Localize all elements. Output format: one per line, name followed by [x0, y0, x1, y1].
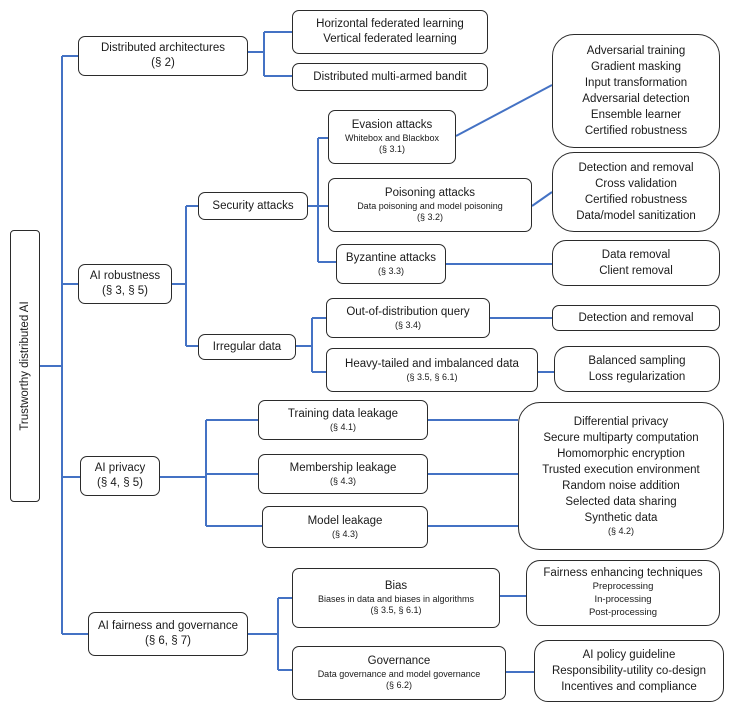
privacy-defense-item: Random noise addition	[562, 480, 680, 493]
evasion-ref: (§ 3.1)	[378, 144, 405, 155]
privacy-defense-item: Trusted execution environment	[542, 464, 700, 477]
ood-query-node: Out-of-distribution query (§ 3.4)	[326, 298, 490, 338]
distributed-ref: (§ 2)	[151, 57, 175, 69]
poisoning-defense-item: Detection and removal	[578, 161, 694, 174]
root-node: Trustworthy distributed AI	[10, 230, 40, 502]
heavy-defenses-node: Balanced sampling Loss regularization	[554, 346, 720, 392]
evasion-defense-item: Adversarial training	[586, 44, 686, 57]
poisoning-title: Poisoning attacks	[384, 186, 476, 199]
privacy-defense-item: Homomorphic encryption	[557, 448, 685, 461]
bias-title: Bias	[384, 579, 408, 592]
evasion-defense-item: Certified robustness	[584, 125, 688, 138]
model-ref: (§ 4.3)	[331, 528, 358, 539]
privacy-defenses-node: Differential privacy Secure multiparty c…	[518, 402, 724, 550]
heavy-title: Heavy-tailed and imbalanced data	[345, 357, 519, 370]
fairness-governance-node: AI fairness and governance (§ 6, § 7)	[88, 612, 248, 656]
heavy-defense-item: Balanced sampling	[588, 354, 686, 367]
poisoning-ref: (§ 3.2)	[416, 212, 443, 223]
robustness-ref: (§ 3, § 5)	[101, 285, 149, 297]
evasion-defense-item: Gradient masking	[590, 60, 682, 73]
distributed-architectures-node: Distributed architectures (§ 2)	[78, 36, 248, 76]
fairness-technique-item: Post-processing	[588, 606, 658, 618]
fairness-title: AI fairness and governance	[97, 620, 238, 633]
heavy-ref: (§ 3.5, § 6.1)	[406, 371, 458, 382]
byzantine-defenses-node: Data removal Client removal	[552, 240, 720, 286]
fairness-ref: (§ 6, § 7)	[144, 635, 192, 647]
irregular-data-node: Irregular data	[198, 334, 296, 360]
governance-ref: (§ 6.2)	[385, 680, 412, 691]
privacy-defenses-ref: (§ 4.2)	[607, 526, 634, 537]
governance-title: Governance	[367, 654, 431, 667]
ood-ref: (§ 3.4)	[394, 319, 421, 330]
governance-items-node: AI policy guideline Responsibility-utili…	[534, 640, 724, 702]
membership-ref: (§ 4.3)	[329, 475, 356, 486]
evasion-defense-item: Input transformation	[584, 76, 688, 89]
robustness-title: AI robustness	[89, 270, 161, 283]
poisoning-defenses-node: Detection and removal Cross validation C…	[552, 152, 720, 232]
training-ref: (§ 4.1)	[329, 421, 356, 432]
evasion-defense-item: Adversarial detection	[582, 93, 690, 105]
byzantine-defense-item: Data removal	[601, 248, 671, 261]
evasion-defenses-node: Adversarial training Gradient masking In…	[552, 34, 720, 148]
evasion-attacks-node: Evasion attacks Whitebox and Blackbox (§…	[328, 110, 456, 164]
bias-node: Bias Biases in data and biases in algori…	[292, 568, 500, 628]
bandit-node: Distributed multi-armed bandit	[292, 63, 488, 91]
bandit-label: Distributed multi-armed bandit	[313, 70, 467, 83]
bias-ref: (§ 3.5, § 6.1)	[370, 605, 422, 616]
poisoning-defense-item: Cross validation	[595, 177, 677, 190]
vertical-fl: Vertical federated learning	[323, 33, 457, 45]
root-label: Trustworthy distributed AI	[19, 301, 31, 431]
governance-sub: Data governance and model governance	[317, 668, 481, 679]
ood-defense-item: Detection and removal	[578, 311, 694, 324]
poisoning-defense-item: Certified robustness	[584, 194, 688, 206]
ai-privacy-node: AI privacy (§ 4, § 5)	[80, 456, 160, 496]
evasion-defense-item: Ensemble learner	[590, 109, 682, 122]
bias-sub: Biases in data and biases in algorithms	[317, 593, 475, 604]
model-leakage-node: Model leakage (§ 4.3)	[262, 506, 428, 548]
byzantine-title: Byzantine attacks	[345, 251, 437, 264]
evasion-sub: Whitebox and Blackbox	[344, 132, 440, 143]
poisoning-defense-item: Data/model sanitization	[576, 210, 696, 223]
poisoning-sub: Data poisoning and model poisoning	[357, 200, 503, 211]
irregular-title: Irregular data	[212, 340, 282, 353]
fairness-techniques-node: Fairness enhancing techniques Preprocess…	[526, 560, 720, 626]
byzantine-ref: (§ 3.3)	[377, 265, 404, 276]
fairness-techniques-title: Fairness enhancing techniques	[543, 567, 703, 580]
poisoning-attacks-node: Poisoning attacks Data poisoning and mod…	[328, 178, 532, 232]
privacy-defense-item: Differential privacy	[573, 415, 669, 428]
model-title: Model leakage	[307, 514, 383, 527]
privacy-defense-item: Synthetic data	[584, 512, 658, 525]
heavy-tailed-node: Heavy-tailed and imbalanced data (§ 3.5,…	[326, 348, 538, 392]
governance-item: Responsibility-utility co-design	[551, 664, 707, 677]
governance-item: AI policy guideline	[582, 648, 676, 661]
ood-title: Out-of-distribution query	[346, 305, 470, 318]
byzantine-attacks-node: Byzantine attacks (§ 3.3)	[336, 244, 446, 284]
training-leakage-node: Training data leakage (§ 4.1)	[258, 400, 428, 440]
ood-defense-node: Detection and removal	[552, 305, 720, 331]
ai-robustness-node: AI robustness (§ 3, § 5)	[78, 264, 172, 304]
membership-title: Membership leakage	[289, 461, 397, 474]
privacy-defense-item: Selected data sharing	[565, 496, 677, 509]
governance-node: Governance Data governance and model gov…	[292, 646, 506, 700]
heavy-defense-item: Loss regularization	[588, 371, 686, 383]
security-title: Security attacks	[212, 199, 294, 212]
horizontal-fl: Horizontal federated learning	[316, 18, 464, 31]
privacy-ref: (§ 4, § 5)	[96, 477, 144, 489]
fairness-technique-item: Preprocessing	[592, 581, 654, 593]
byzantine-defense-item: Client removal	[599, 265, 673, 277]
privacy-title: AI privacy	[94, 462, 146, 475]
training-title: Training data leakage	[287, 407, 399, 420]
privacy-defense-item: Secure multiparty computation	[543, 431, 699, 444]
governance-item: Incentives and compliance	[561, 681, 697, 694]
federated-learning-node: Horizontal federated learning Vertical f…	[292, 10, 488, 54]
distributed-title: Distributed architectures	[101, 42, 225, 55]
evasion-title: Evasion attacks	[351, 118, 433, 131]
security-attacks-node: Security attacks	[198, 192, 308, 220]
membership-leakage-node: Membership leakage (§ 4.3)	[258, 454, 428, 494]
fairness-technique-item: In-processing	[594, 594, 652, 606]
